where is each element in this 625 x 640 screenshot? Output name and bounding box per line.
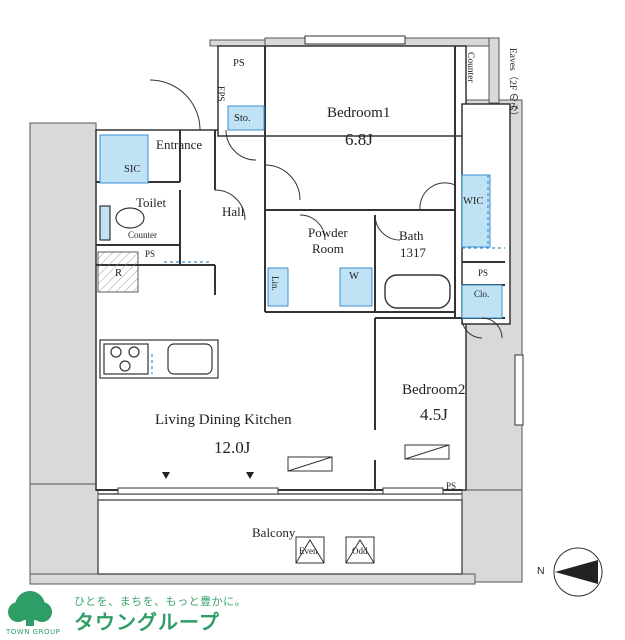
ac-units bbox=[287, 444, 450, 472]
marker-2 bbox=[246, 472, 254, 479]
brand-name: タウングループ bbox=[74, 610, 220, 634]
sto-label: Sto. bbox=[234, 113, 251, 124]
marker-1 bbox=[162, 472, 170, 479]
ps-right-label: PS bbox=[478, 268, 489, 278]
bathtub bbox=[384, 274, 451, 309]
toilet-fixture bbox=[99, 205, 145, 241]
windows bbox=[117, 35, 524, 495]
ps-bottom-label: PS bbox=[446, 481, 457, 491]
bedroom2-size: 4.5J bbox=[420, 405, 448, 424]
even-label: Even bbox=[299, 546, 318, 556]
balcony-label: Balcony bbox=[252, 525, 296, 540]
hall-label: Hall bbox=[222, 204, 245, 219]
toilet-label: Toilet bbox=[136, 195, 167, 210]
storage-areas bbox=[99, 105, 503, 319]
brand-logo bbox=[8, 591, 52, 626]
ps-top-label: PS bbox=[233, 58, 245, 69]
counter-top-label: Counter bbox=[465, 52, 475, 83]
bedroom1-name: Bedroom1 bbox=[327, 105, 391, 121]
ps-toilet-label: PS bbox=[145, 249, 156, 259]
bedroom2-name: Bedroom2 bbox=[402, 382, 466, 398]
balcony-vents bbox=[295, 536, 375, 564]
refrigerator-label: R bbox=[115, 268, 123, 279]
brand-name-en: TOWN GROUP bbox=[6, 628, 61, 636]
counter-toilet-label: Counter bbox=[128, 230, 157, 240]
compass bbox=[553, 547, 603, 597]
compass-north: N bbox=[537, 565, 545, 577]
odd-label: Odd bbox=[352, 546, 368, 556]
eaves-label: Eaves（2F のみ） bbox=[507, 48, 517, 122]
washer-label: W bbox=[349, 271, 359, 282]
lin-label: Lin. bbox=[270, 276, 280, 291]
structural-walls bbox=[29, 37, 523, 585]
bedroom1-size: 6.8J bbox=[345, 130, 373, 149]
dashed-lines bbox=[151, 175, 505, 374]
refrigerator-space bbox=[97, 251, 139, 293]
sic-label: SIC bbox=[124, 164, 141, 175]
brand-tagline: ひとを、まちを、もっと豊かに。 bbox=[74, 595, 247, 608]
balcony-area bbox=[97, 499, 463, 575]
bath-name: Bath bbox=[399, 228, 424, 243]
ldk-name: Living Dining Kitchen bbox=[155, 412, 292, 428]
entrance-label: Entrance bbox=[156, 137, 203, 152]
kitchen-counter bbox=[99, 339, 219, 379]
door-swings bbox=[149, 79, 503, 339]
powder-room-label: Powder Room bbox=[308, 225, 348, 256]
clo-label: Clo. bbox=[474, 289, 490, 299]
bath-size: 1317 bbox=[400, 245, 426, 260]
interior bbox=[95, 45, 511, 491]
wic-label: WIC bbox=[463, 196, 484, 207]
ldk-size: 12.0J bbox=[214, 438, 251, 457]
eps-label: EPS bbox=[216, 86, 226, 102]
